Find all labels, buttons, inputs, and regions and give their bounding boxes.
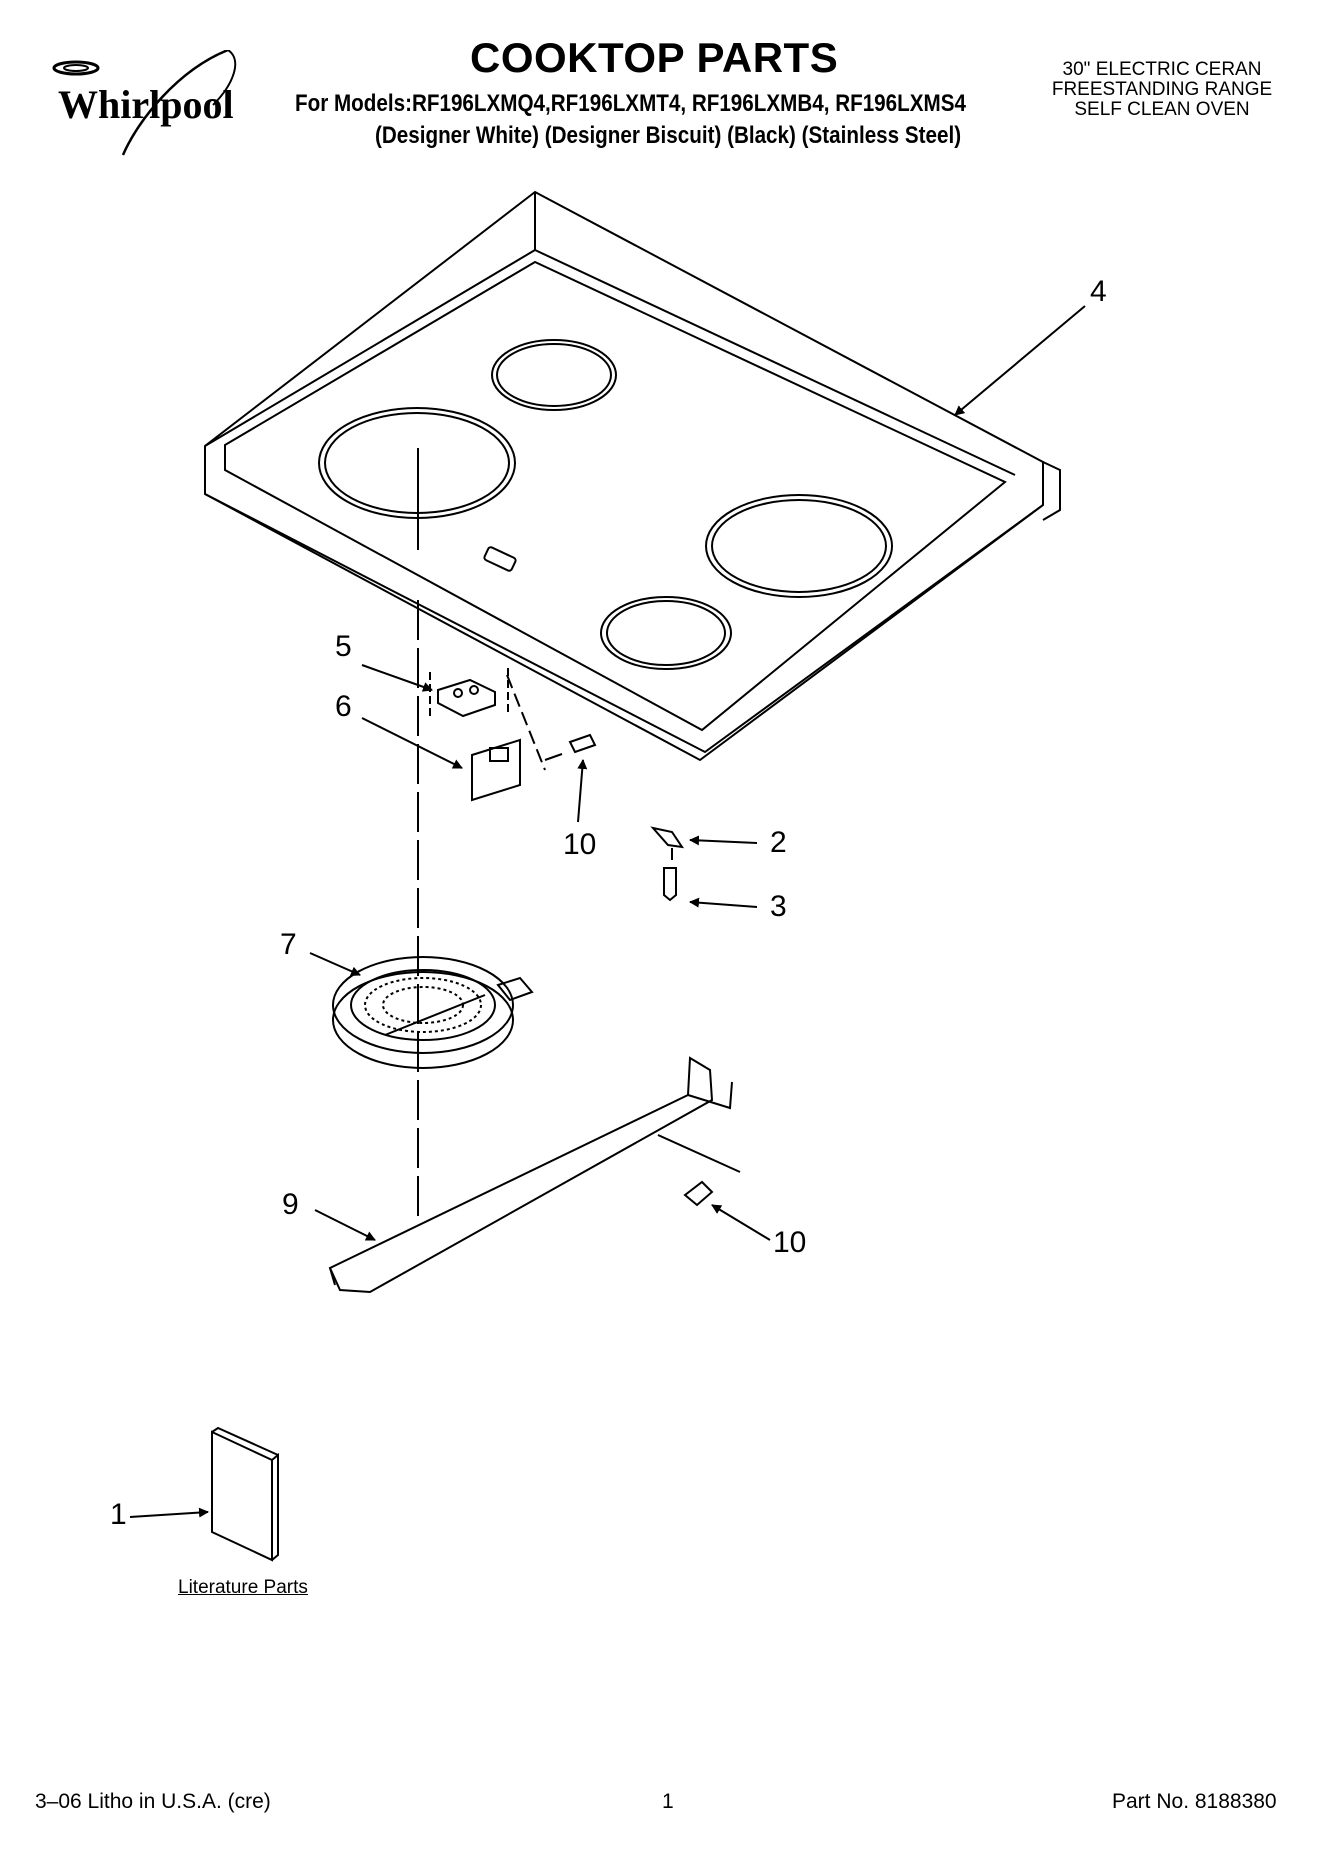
mounting-bracket-part <box>471 738 521 802</box>
callout-6: 6 <box>335 690 352 723</box>
support-brace-part <box>328 1056 741 1294</box>
litho-note: 3–06 Litho in U.S.A. (cre) <box>35 1790 271 1813</box>
screw-part <box>683 1180 714 1207</box>
literature-parts-booklet <box>211 1426 279 1562</box>
leader-arrow <box>361 717 463 769</box>
brand-wordmark: Whirlpool <box>58 82 234 127</box>
terminal-block-part <box>429 668 509 720</box>
product-description-line: SELF CLEAN OVEN <box>1074 99 1250 120</box>
radiant-surface-element-part <box>332 956 534 1069</box>
burner-ring <box>600 596 732 670</box>
product-description-line: FREESTANDING RANGE <box>1051 79 1273 100</box>
product-description-line: 30" ELECTRIC CERAN <box>1062 59 1262 80</box>
models-line: For Models:RF196LXMQ4,RF196LXMT4, RF196L… <box>295 90 966 117</box>
leader-arrow <box>309 952 361 976</box>
finishes-line: (Designer White) (Designer Biscuit) (Bla… <box>375 122 962 149</box>
callout-1: 1 <box>110 1498 127 1531</box>
leader-arrow <box>129 1507 209 1518</box>
leader-arrow <box>314 1209 376 1241</box>
leader-arrow <box>577 759 588 823</box>
callout-9: 9 <box>282 1188 299 1221</box>
literature-parts-label: Literature Parts <box>178 1577 308 1598</box>
burner-ring <box>705 494 893 598</box>
callout-10: 10 <box>773 1226 807 1259</box>
callout-5: 5 <box>335 630 352 663</box>
part-number: Part No. 8188380 <box>1112 1790 1277 1813</box>
leader-arrow <box>689 897 758 908</box>
page-number: 1 <box>662 1790 674 1813</box>
whirlpool-logo: Whirlpool <box>28 48 278 165</box>
callout-2: 2 <box>770 826 787 859</box>
burner-ring <box>491 339 617 411</box>
callout-4: 4 <box>1090 275 1107 308</box>
callout-10: 10 <box>563 828 597 861</box>
leader-arrow <box>954 305 1086 416</box>
screw-part <box>663 867 677 902</box>
cooktop-glass-part <box>204 190 1061 762</box>
leader-arrow <box>711 1204 771 1241</box>
clip-part <box>650 826 685 860</box>
screw-part <box>544 733 597 761</box>
callout-7: 7 <box>280 928 297 961</box>
leader-arrow <box>361 664 433 692</box>
leader-arrow <box>689 835 758 846</box>
callout-3: 3 <box>770 890 787 923</box>
page-title: COOKTOP PARTS <box>470 34 839 81</box>
